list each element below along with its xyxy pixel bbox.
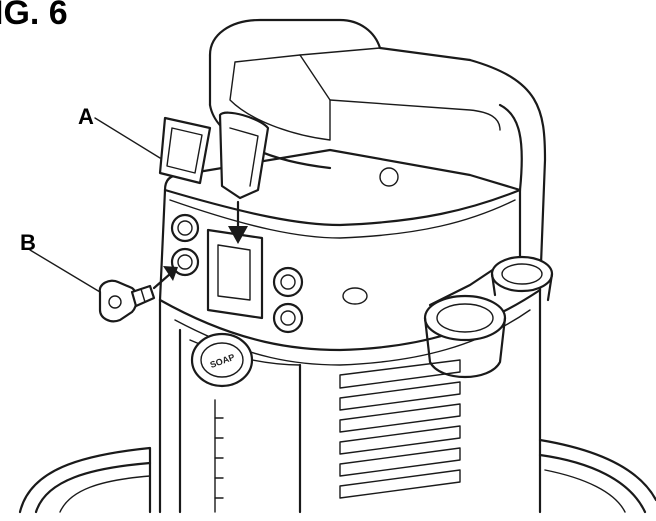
insert-arrow-a bbox=[228, 200, 248, 244]
base-outline bbox=[18, 438, 656, 514]
soap-cap: SOAP bbox=[190, 332, 254, 388]
leader-line-a bbox=[94, 117, 161, 159]
figure-title: IG. 6 bbox=[0, 0, 68, 32]
cup-holder bbox=[423, 255, 554, 379]
insert-arrow-b bbox=[152, 266, 178, 290]
callout-b: B bbox=[20, 230, 36, 255]
nozzle-part-b bbox=[98, 279, 156, 323]
nozzle-holder-part-a bbox=[158, 111, 270, 200]
callout-a: A bbox=[78, 104, 94, 129]
lower-body bbox=[158, 288, 542, 514]
leader-line-b bbox=[29, 249, 101, 293]
upper-housing bbox=[158, 148, 522, 334]
